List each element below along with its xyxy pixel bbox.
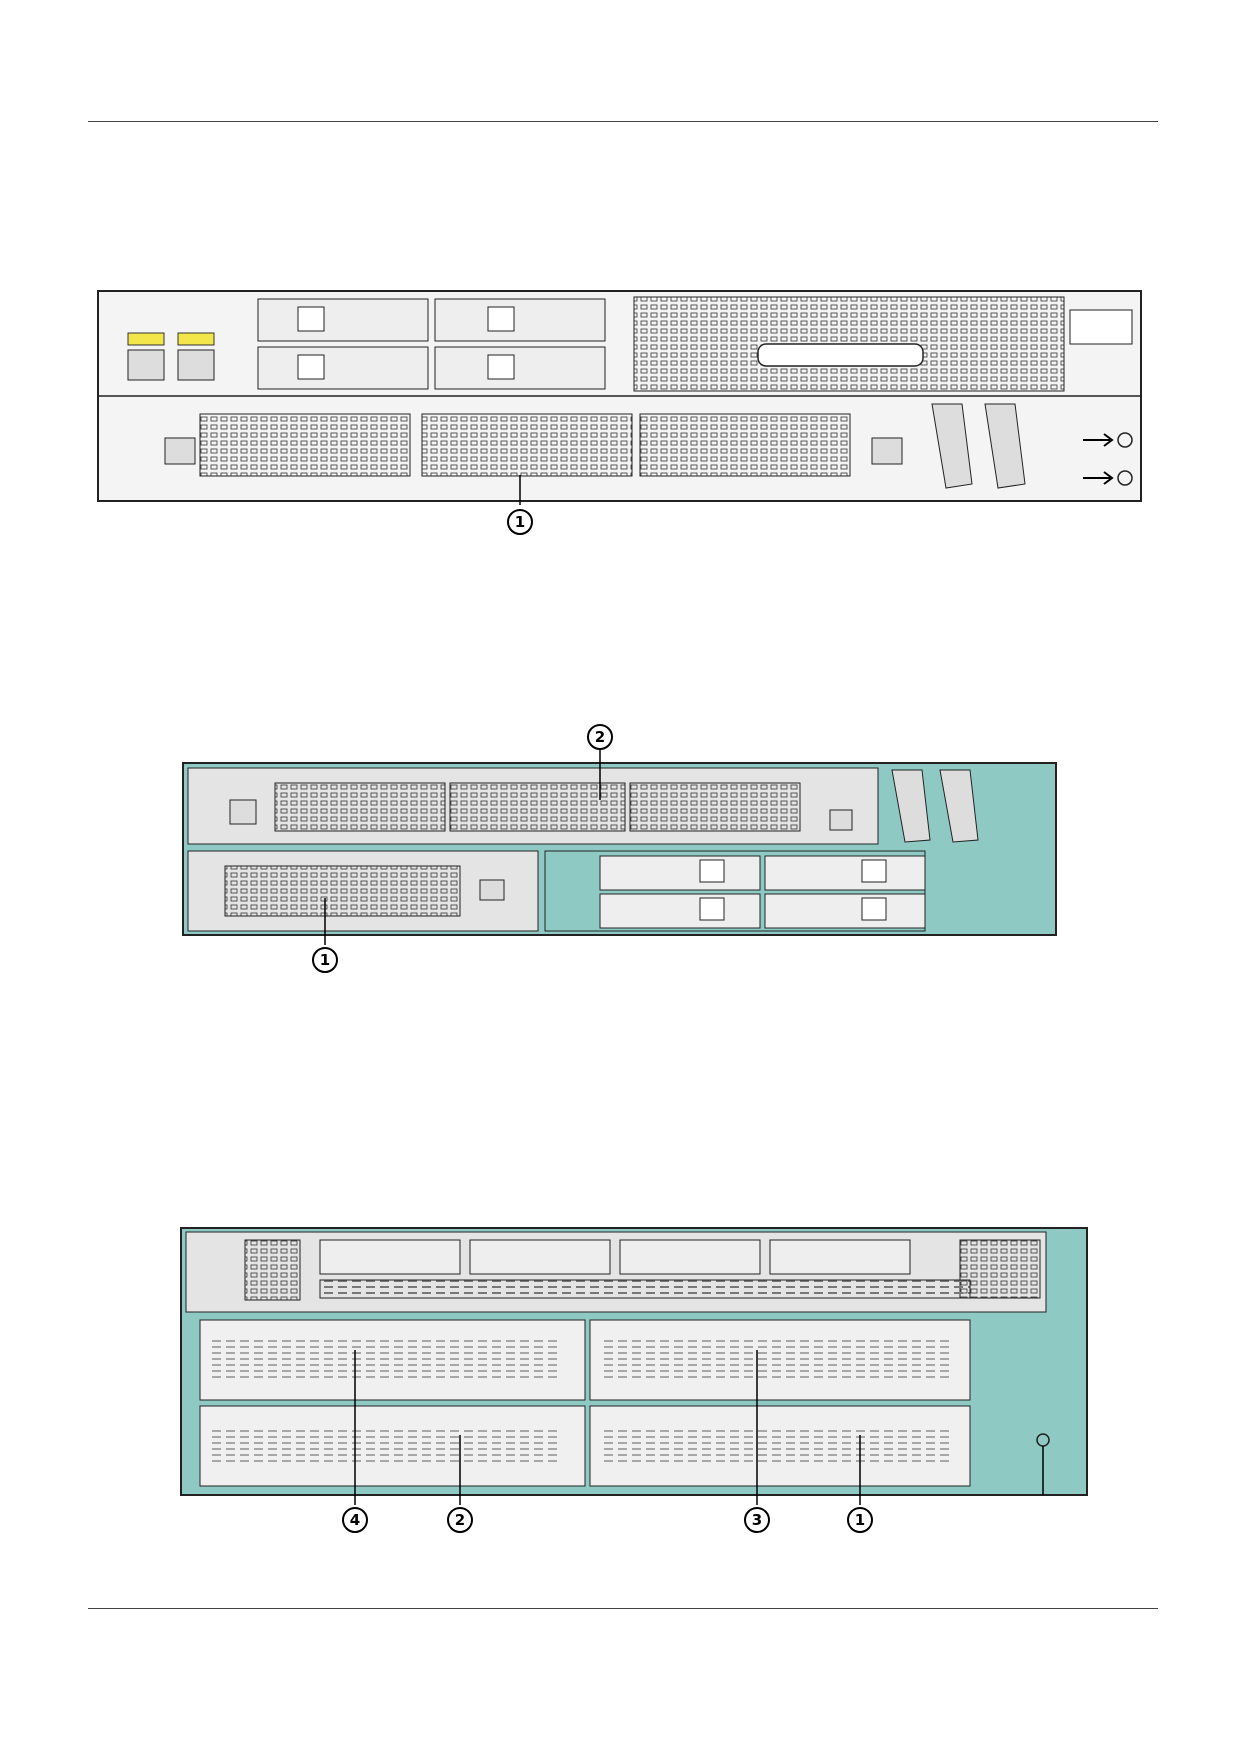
router-chassis-top: 1 xyxy=(97,290,1142,535)
callout-2-middle: 2 xyxy=(587,724,613,800)
module-slots-top xyxy=(257,298,606,390)
header-rule xyxy=(88,121,1158,122)
callout-1-bottom: 1 xyxy=(847,1435,873,1533)
console-ports xyxy=(127,332,215,381)
svg-text:3: 3 xyxy=(752,1511,762,1529)
module-slots-bottom-upper xyxy=(244,1239,1041,1301)
callout-1-top: 1 xyxy=(507,475,533,535)
router-chassis-middle: 2 1 xyxy=(182,724,1057,973)
svg-text:1: 1 xyxy=(515,513,525,531)
svg-text:2: 2 xyxy=(455,1511,465,1529)
callout-1-middle: 1 xyxy=(312,898,338,973)
svg-text:1: 1 xyxy=(320,951,330,969)
module-slots-middle xyxy=(599,855,926,929)
svg-text:1: 1 xyxy=(855,1511,865,1529)
callout-3-bottom: 3 xyxy=(744,1350,770,1533)
blank-slot-panels xyxy=(199,1319,971,1487)
port-bank-middle-lower xyxy=(224,865,505,917)
callout-2-bottom: 2 xyxy=(447,1435,473,1533)
port-banks-top xyxy=(164,413,903,477)
callout-4-bottom: 4 xyxy=(342,1350,368,1533)
port-banks-middle-upper xyxy=(229,782,853,832)
footer-rule xyxy=(88,1608,1158,1609)
vent-panel xyxy=(633,296,1133,392)
router-chassis-bottom: 4 2 3 1 xyxy=(180,1227,1088,1533)
power-handles-middle xyxy=(891,769,979,843)
svg-text:4: 4 xyxy=(350,1511,360,1529)
power-handles xyxy=(931,403,1133,489)
svg-text:2: 2 xyxy=(595,728,605,746)
